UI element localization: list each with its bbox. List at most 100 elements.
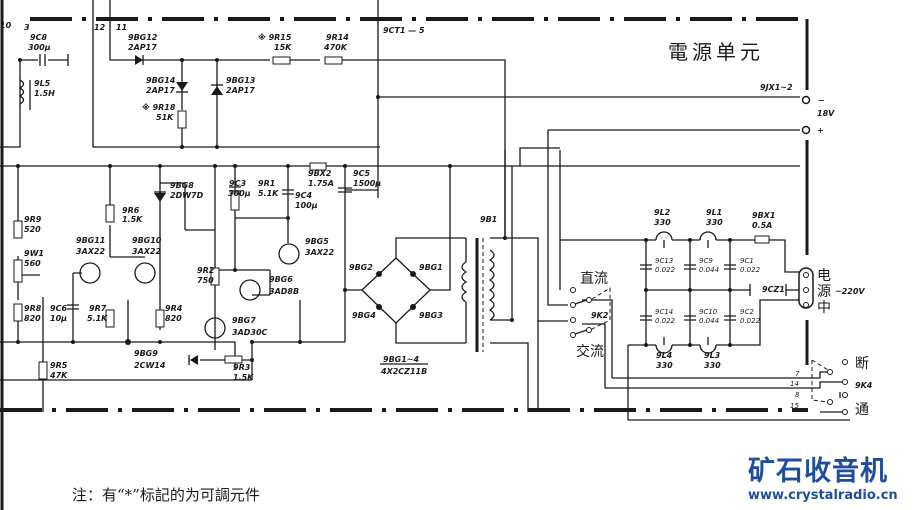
switch-k4-on-contact xyxy=(842,392,848,398)
capacitor-9c2 xyxy=(724,315,736,321)
label-9r3: 9R3 xyxy=(233,363,251,372)
footnote: 注：有“*”标記的为可調元件 xyxy=(72,486,260,504)
label-9r14: 9R14 xyxy=(326,33,349,42)
switch-k2-pole-a[interactable] xyxy=(586,297,592,303)
label-ac-position: 交流 xyxy=(576,343,604,360)
resistor-9r6 xyxy=(105,204,115,223)
wire xyxy=(0,129,800,167)
label-9c9: 9C9 xyxy=(699,257,713,265)
wire xyxy=(0,54,69,148)
label-9r18: ※ 9R18 xyxy=(142,102,176,112)
junction xyxy=(180,58,184,62)
label-9ct1: 9CT1 — 5 xyxy=(383,26,425,35)
resistor-9r4 xyxy=(155,309,165,328)
label-3ax22-c: 3AX22 xyxy=(305,248,334,257)
label-9r5: 9R5 xyxy=(50,361,68,370)
switch-k4-link xyxy=(811,359,829,403)
pin-8: 8 xyxy=(795,391,800,399)
capacitor-9c10 xyxy=(684,315,696,321)
wire xyxy=(819,371,845,413)
switch-link xyxy=(591,287,611,330)
wire xyxy=(181,60,218,147)
label-330-a: 330 xyxy=(654,218,671,227)
diode-9bg4 xyxy=(376,304,382,310)
diode-9bg3 xyxy=(410,304,416,310)
switch-k4-off-contact xyxy=(842,359,848,365)
label-k4-off: 断 xyxy=(855,356,869,372)
label-9r2: 9R2 xyxy=(197,266,215,275)
wire xyxy=(344,166,378,342)
switch-k4-pole-b[interactable] xyxy=(827,399,833,405)
label-9c1: 9C1 xyxy=(740,257,754,265)
switch-k2-pole-b[interactable] xyxy=(586,327,592,333)
label-9bg10: 9BG10 xyxy=(132,236,162,245)
pin-12: 12 xyxy=(94,23,106,32)
unit-title: 電源单元 xyxy=(668,40,764,64)
label-9r4: 9R4 xyxy=(165,304,183,313)
capacitor-9c9 xyxy=(684,264,696,270)
inductor-9l1 xyxy=(699,231,717,248)
label-9l5: 9L5 xyxy=(34,79,51,88)
terminal-minus[interactable] xyxy=(801,95,811,105)
label-9bg3: 9BG3 xyxy=(419,311,443,320)
label-9c5: 9C5 xyxy=(353,169,370,178)
label-9c14: 9C14 xyxy=(655,308,673,316)
label-330-c: 330 xyxy=(656,361,673,370)
wire xyxy=(345,166,466,344)
label-9r8: 9R8 xyxy=(24,304,42,313)
label-0.022-c: 0.022 xyxy=(655,317,676,325)
label-9w1: 9W1 xyxy=(24,249,44,258)
label-820-a: 820 xyxy=(24,314,41,323)
label-2dw7d: 2DW7D xyxy=(170,191,204,200)
fuse-9bx1 xyxy=(754,235,770,244)
label-9bg12: 9BG12 xyxy=(128,33,158,42)
label-300u: 300μ xyxy=(28,43,51,52)
label-470k: 470K xyxy=(323,43,348,52)
resistor-9r14 xyxy=(324,56,343,65)
label-1.5k-a: 1.5K xyxy=(122,215,143,224)
pin-14: 14 xyxy=(790,380,799,388)
capacitor-9c3 xyxy=(229,186,241,192)
potentiometer-9w1[interactable] xyxy=(13,259,23,283)
label-1.75a: 1.75A xyxy=(308,179,334,188)
label-51k: 51K xyxy=(156,113,174,122)
capacitor-9c8 xyxy=(39,54,46,66)
diode-9bg2 xyxy=(376,271,382,277)
label-330-b: 330 xyxy=(706,218,723,227)
label-0.044-b: 0.044 xyxy=(699,317,719,325)
label-2ap17-b: 2AP17 xyxy=(146,86,175,95)
label-9bg1: 9BG1 xyxy=(419,263,443,272)
label-9cz1: 9CZ1 xyxy=(762,285,785,294)
label-9r9: 9R9 xyxy=(24,215,42,224)
capacitor-9c1 xyxy=(724,264,736,270)
label-9r15: ※ 9R15 xyxy=(258,32,292,42)
zener-9bg9 xyxy=(190,355,198,365)
fuse-9bx2 xyxy=(309,162,327,171)
transistor-9bg10 xyxy=(134,262,156,284)
pin-3: 3 xyxy=(24,23,30,32)
label-5.1k-b: 5.1K xyxy=(258,189,279,198)
switch-k4-contact-a xyxy=(842,379,848,385)
label-9r7: 9R7 xyxy=(89,304,107,313)
junction-dots xyxy=(16,58,732,362)
label-47k: 47K xyxy=(49,371,68,380)
label-9k2: 9K2 xyxy=(591,311,609,320)
label-220v: ~220V xyxy=(835,287,865,296)
wire xyxy=(490,150,539,412)
label-9c3: 9C3 xyxy=(229,179,246,188)
switch-blade xyxy=(574,299,588,335)
label-2ap17-c: 2AP17 xyxy=(226,86,255,95)
wire xyxy=(92,0,506,240)
watermark-url[interactable]: www.crystalradio.cn xyxy=(748,488,898,503)
capacitor-9cz1 xyxy=(749,284,800,296)
label-18v: 18V xyxy=(817,109,835,118)
junction xyxy=(215,58,219,62)
label-3ad8b: 3AD8B xyxy=(269,287,299,296)
label-9c10: 9C10 xyxy=(699,308,718,316)
switch-k4-pole-a[interactable] xyxy=(827,369,833,375)
terminal-plus[interactable] xyxy=(801,125,811,135)
transistor-9bg6 xyxy=(239,279,261,301)
label-520: 520 xyxy=(24,225,41,234)
label-9bg11: 9BG11 xyxy=(76,236,105,245)
